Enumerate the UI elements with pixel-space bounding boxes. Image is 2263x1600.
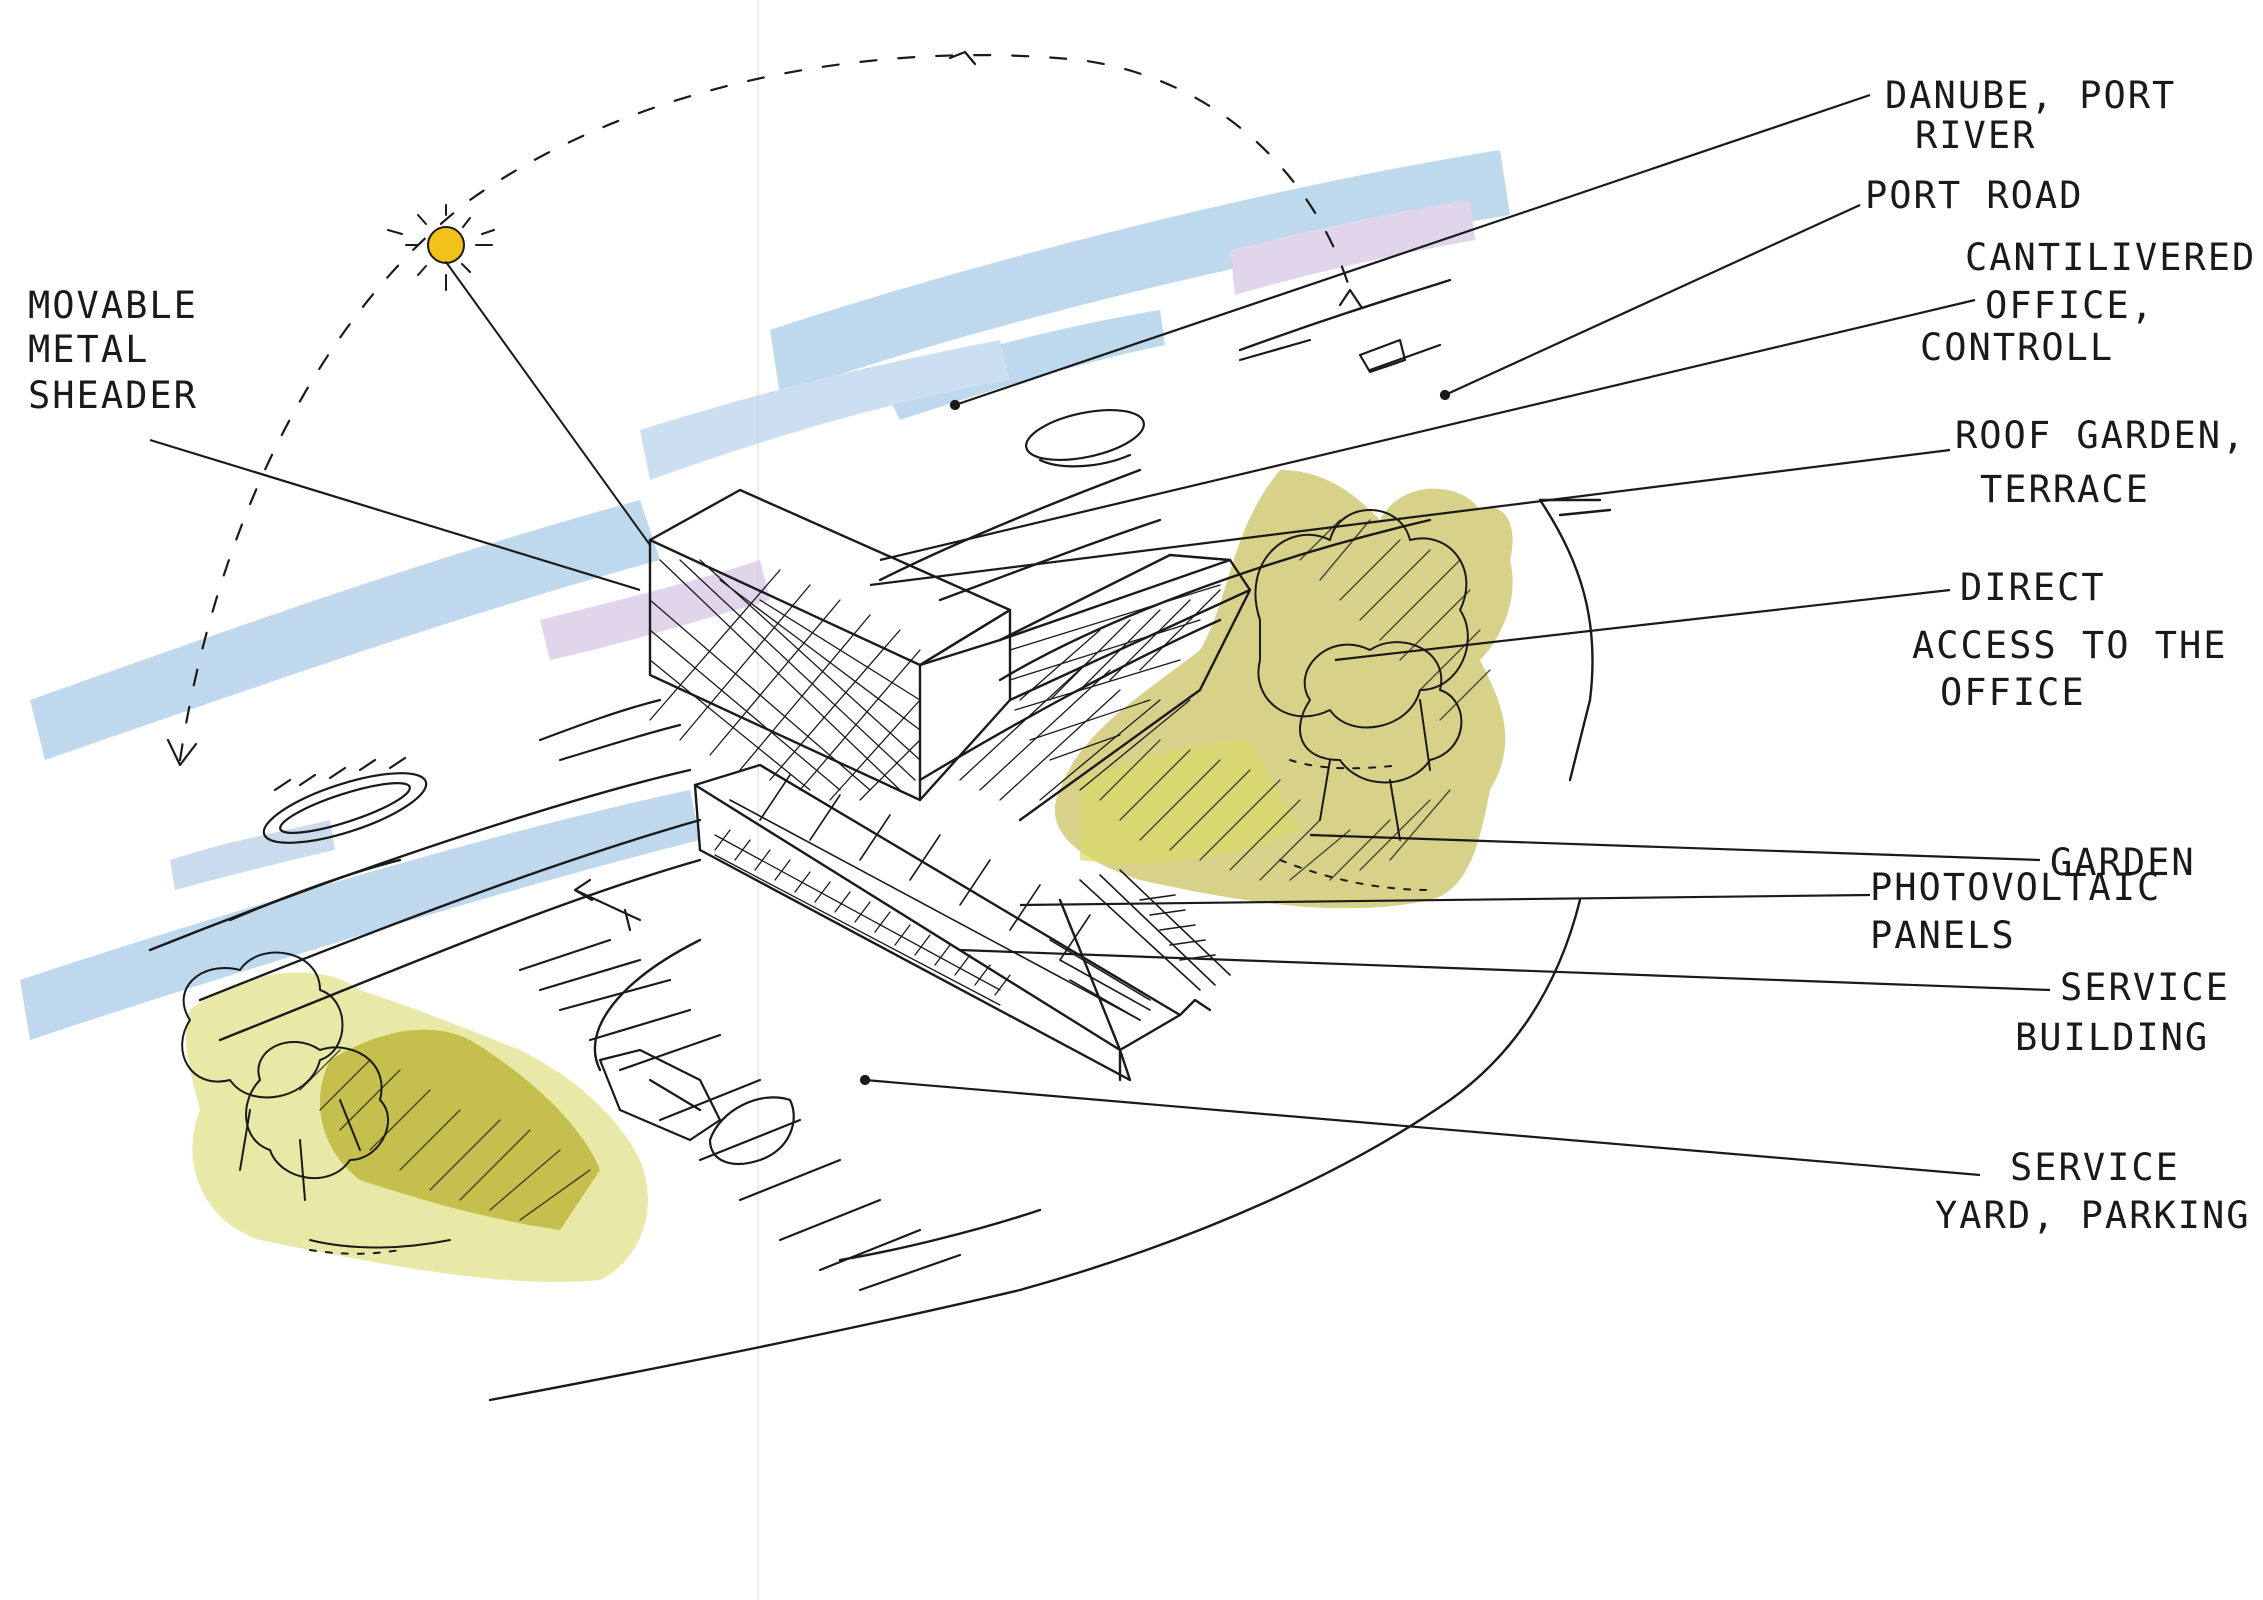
label-garden-l1: GARDEN [2050,841,2196,884]
bridge-marker [573,878,642,932]
leader-service-yard [864,1078,1981,1177]
label-service-yard-l2: YARD, PARKING [1935,1194,2251,1237]
label-roof-garden: ROOF GARDEN, TERRACE [1955,414,2246,511]
label-direct-access-l3: OFFICE [1940,671,2086,714]
label-direct-access-l2: ACCESS TO THE [1912,624,2228,667]
label-service-building-l2: BUILDING [2015,1016,2209,1059]
leader-movable-shader [149,438,641,592]
label-roof-garden-l1: ROOF GARDEN, [1955,414,2246,457]
leader-service-building [959,948,2051,992]
label-movable-shader: MOVABLE METAL SHEADER [28,284,198,417]
leader-photovoltaic [1019,893,1871,907]
label-cantilevered-l2: OFFICE, [1985,284,2155,327]
label-danube-port-l1: DANUBE, PORT [1885,74,2176,117]
site-outline [148,278,1612,1402]
label-cantilevered-l3: CONTROLL [1920,326,2114,369]
ramp-steps [1079,869,1231,991]
sun-path-arc [178,54,1352,762]
sun-icon [387,204,495,291]
label-danube-port-l2: RIVER [1915,114,2036,157]
label-roof-garden-l2: TERRACE [1980,468,2150,511]
leader-lines [149,93,2051,1177]
river-wash [20,150,1510,1040]
label-direct-access: DIRECT ACCESS TO THE OFFICE [1912,566,2228,714]
sun-ray-line [445,261,651,546]
label-garden: GARDEN [2050,841,2196,884]
label-direct-access-l1: DIRECT [1960,566,2106,609]
label-movable-shader-l3: SHEADER [28,374,198,417]
label-port-road-l1: PORT ROAD [1865,174,2083,217]
label-service-building: SERVICE BUILDING [2015,966,2230,1059]
label-cantilevered-office: CANTILIVERED OFFICE, CONTROLL [1920,236,2256,369]
leader-garden [1309,833,2041,862]
label-photovoltaic-l2: PANELS [1870,914,2016,957]
label-photovoltaic: PHOTOVOLTAIC PANELS [1870,866,2161,957]
parking-stripes [518,938,962,1292]
service-facade-hatching [714,829,1011,1006]
tree-canopies [181,509,1469,1249]
boat-shapes [262,338,1442,844]
label-service-building-l1: SERVICE [2060,966,2230,1009]
label-cantilevered-l1: CANTILIVERED [1965,236,2256,279]
label-photovoltaic-l1: PHOTOVOLTAIC [1870,866,2161,909]
arc-arrow-head-right [1338,288,1364,310]
photovoltaic-panel-grid [729,774,1151,1021]
leader-roof-garden [869,448,1951,587]
arc-arrow-head [166,738,198,767]
arc-top-mark [948,50,977,66]
cantilevered-office-block [648,488,1252,822]
leader-port-road [1444,203,1861,397]
ground-dashes [309,759,1431,1255]
label-service-yard-l1: SERVICE [2010,1146,2180,1189]
label-service-yard: SERVICE YARD, PARKING [1935,1146,2251,1237]
label-danube-port: DANUBE, PORT RIVER [1885,74,2176,157]
leader-danube [954,93,1871,407]
label-movable-shader-l2: METAL [28,328,149,371]
leader-cantilevered [879,298,1976,562]
leader-direct-access [1334,588,1951,662]
vegetation-hatching [299,519,1491,1221]
label-movable-shader-l1: MOVABLE [28,284,198,327]
service-building [693,763,1212,1082]
parked-car [598,1048,795,1165]
office-facade-hatching [649,559,1221,801]
label-port-road: PORT ROAD [1865,174,2083,217]
